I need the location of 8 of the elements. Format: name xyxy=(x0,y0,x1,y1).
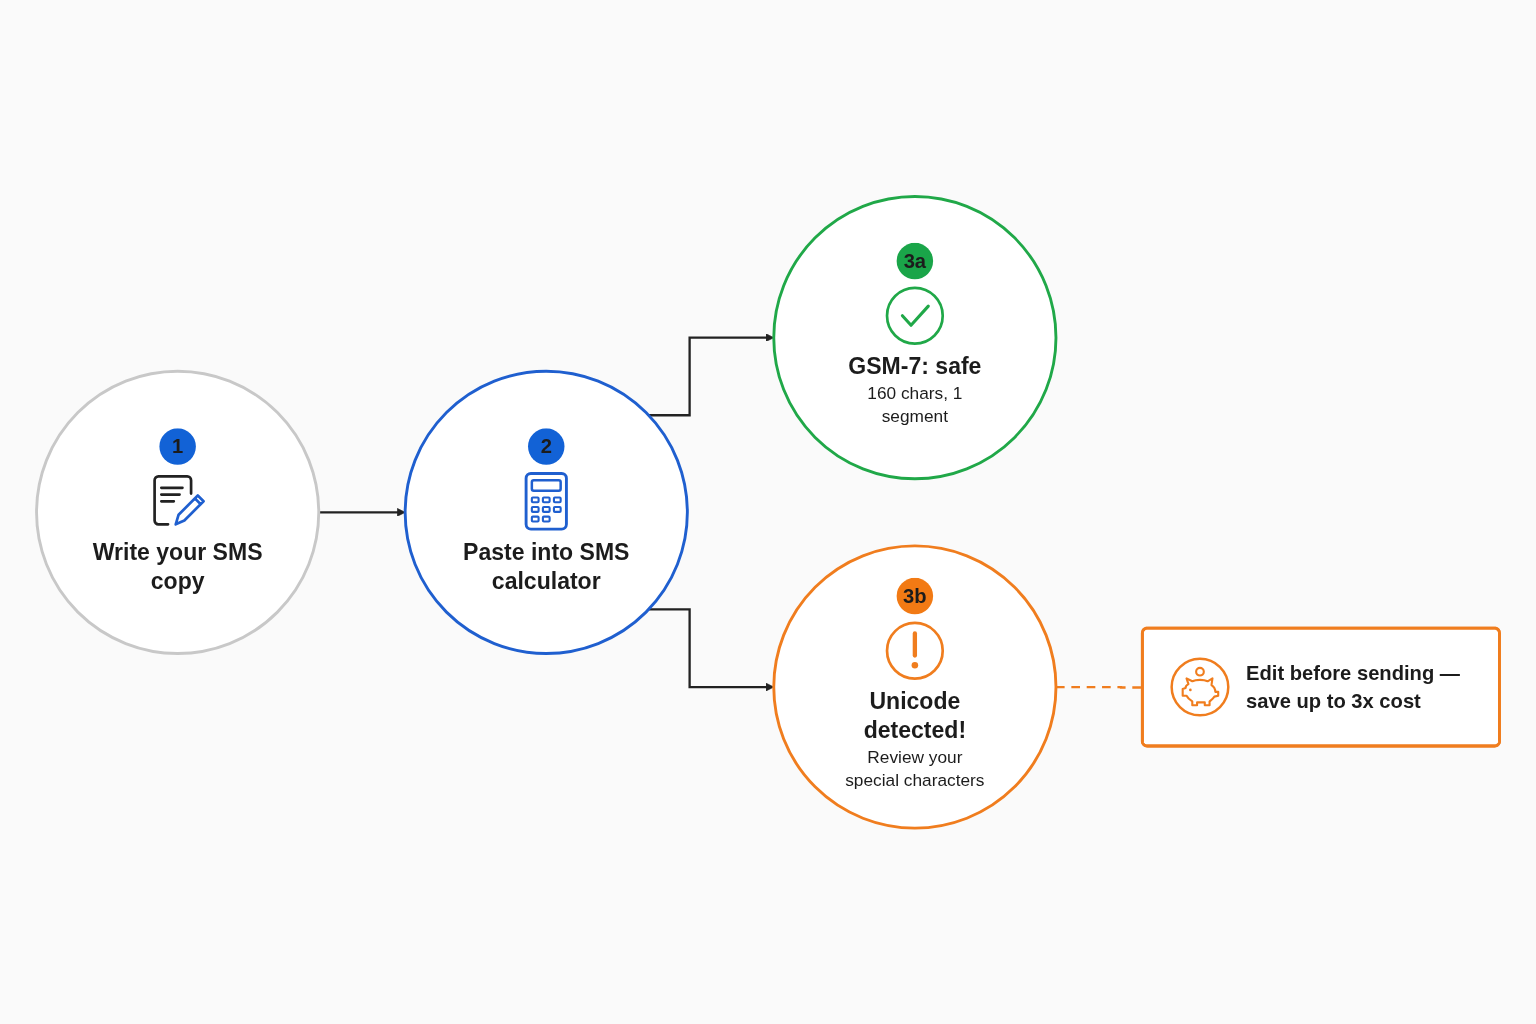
connector xyxy=(1056,685,1143,689)
node-circle: 1 Write your SMS copy xyxy=(35,369,321,655)
arrow xyxy=(648,607,775,691)
node-circle: 3b Unicode detected! Review your special characters xyxy=(772,544,1058,830)
arrow xyxy=(318,507,406,517)
node-circle: 3a GSM-7: safe 160 chars, 1 segment xyxy=(772,194,1058,480)
arrow xyxy=(648,333,775,417)
node-circle: 2 Paste into SMS calculator xyxy=(403,369,689,655)
